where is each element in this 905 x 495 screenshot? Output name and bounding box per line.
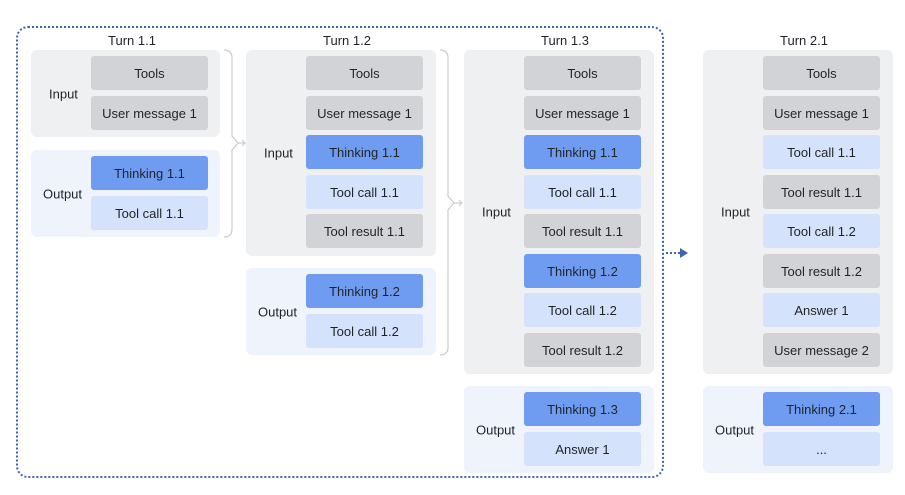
turn-2-1-input-block-8: User message 2 — [763, 333, 880, 367]
turn-1-2-bracket — [439, 49, 455, 356]
turn-2-1-output-block-2: ... — [763, 432, 880, 466]
turn-2-1-input-block-7: Answer 1 — [763, 293, 880, 327]
turn-1-3-input-block-4: Tool call 1.1 — [524, 175, 641, 209]
turn-1-2-input-block-4: Tool call 1.1 — [306, 175, 423, 209]
turn-2-1-output-label: Output — [715, 422, 755, 438]
turn-1-2-input-block-2: User message 1 — [306, 96, 423, 130]
turn-1-3-output-label: Output — [476, 422, 516, 438]
turn-1-group-frame — [16, 26, 664, 478]
turn-1-1-input-label: Input — [49, 86, 78, 102]
turn-1-3-input-group: Input Tools User message 1 Thinking 1.1 … — [464, 50, 654, 374]
turn-1-2-input-block-5: Tool result 1.1 — [306, 214, 423, 248]
turn-1-1-output-block-2: Tool call 1.1 — [91, 196, 208, 230]
turn-1-1-input-block-1: Tools — [91, 56, 208, 90]
turn-1-2-input-block-1: Tools — [306, 56, 423, 90]
turn-2-1-title: Turn 2.1 — [780, 33, 828, 48]
turn-1-2-input-group: Input Tools User message 1 Thinking 1.1 … — [246, 50, 436, 256]
turn-1-2-output-block-1: Thinking 1.2 — [306, 274, 423, 308]
turn-2-1-output-group: Output Thinking 2.1 ... — [703, 386, 893, 473]
turn-1-3-input-block-6: Thinking 1.2 — [524, 254, 641, 288]
turn-2-1-input-block-4: Tool result 1.1 — [763, 175, 880, 209]
turn-1-1-output-block-1: Thinking 1.1 — [91, 156, 208, 190]
turn-1-1-input-block-2: User message 1 — [91, 96, 208, 130]
turn-1-3-input-block-1: Tools — [524, 56, 641, 90]
turn-2-1-arrowhead — [680, 248, 688, 258]
turn-1-1-arrowhead — [241, 139, 246, 147]
turn-2-1-input-block-6: Tool result 1.2 — [763, 254, 880, 288]
turn-1-2-output-label: Output — [258, 304, 298, 320]
turn-1-3-input-block-8: Tool result 1.2 — [524, 333, 641, 367]
turn-1-1-input-group: Input Tools User message 1 — [31, 50, 220, 137]
turn-1-3-input-block-7: Tool call 1.2 — [524, 293, 641, 327]
turn-2-1-input-block-2: User message 1 — [763, 96, 880, 130]
turn-2-1-input-group: Input Tools User message 1 Tool call 1.1… — [703, 50, 893, 374]
turn-1-2-output-group: Output Thinking 1.2 Tool call 1.2 — [246, 268, 436, 355]
turn-1-2-title: Turn 1.2 — [323, 33, 371, 48]
turn-1-2-input-block-3: Thinking 1.1 — [306, 135, 423, 169]
turn-1-3-output-block-2: Answer 1 — [524, 432, 641, 466]
turn-1-3-title: Turn 1.3 — [541, 33, 589, 48]
turn-1-1-bracket — [223, 49, 239, 238]
turn-1-3-input-block-3: Thinking 1.1 — [524, 135, 641, 169]
turn-1-3-input-block-2: User message 1 — [524, 96, 641, 130]
turn-2-1-input-block-3: Tool call 1.1 — [763, 135, 880, 169]
turn-2-1-input-block-1: Tools — [763, 56, 880, 90]
turn-1-3-output-group: Output Thinking 1.3 Answer 1 — [464, 386, 654, 473]
turn-1-3-input-label: Input — [482, 204, 511, 220]
turn-1-2-input-label: Input — [264, 145, 293, 161]
turn-2-1-input-label: Input — [721, 204, 750, 220]
turn-1-1-title: Turn 1.1 — [108, 33, 156, 48]
turn-1-1-output-group: Output Thinking 1.1 Tool call 1.1 — [31, 150, 220, 237]
turn-1-2-output-block-2: Tool call 1.2 — [306, 314, 423, 348]
turn-2-1-input-block-5: Tool call 1.2 — [763, 214, 880, 248]
turn-1-3-output-block-1: Thinking 1.3 — [524, 392, 641, 426]
turn-1-3-input-block-5: Tool result 1.1 — [524, 214, 641, 248]
turn-1-2-arrowhead — [458, 199, 463, 207]
turn-2-1-output-block-1: Thinking 2.1 — [763, 392, 880, 426]
turn-1-1-output-label: Output — [43, 186, 83, 202]
